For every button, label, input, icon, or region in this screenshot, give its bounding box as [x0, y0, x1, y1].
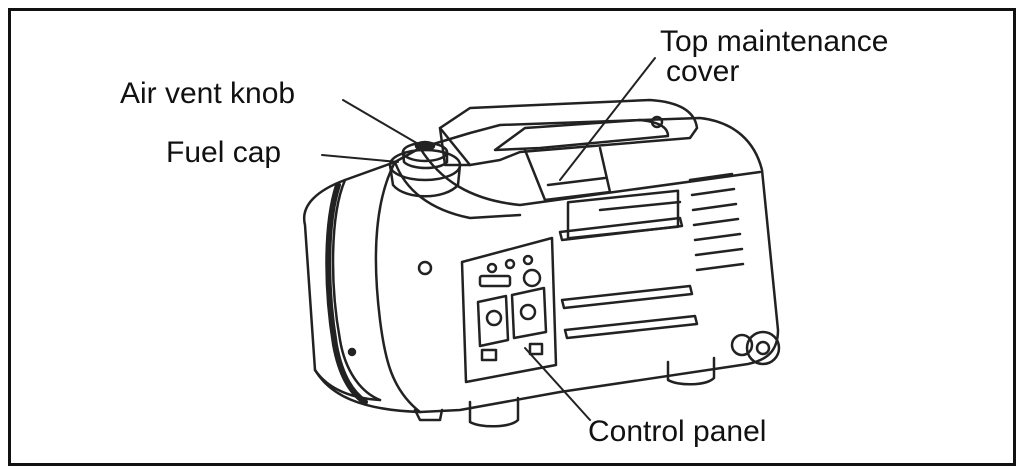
fuel-cap-ridge: [401, 150, 449, 170]
wheel-hub: [755, 340, 771, 356]
carry-handle: [438, 98, 699, 167]
label-top-maintenance-cover-line1: Top maintenance: [660, 25, 889, 58]
air-vent-knob: [414, 140, 436, 152]
cover-edge: [546, 176, 607, 187]
body-screw: [417, 260, 433, 276]
label-control-panel: Control panel: [588, 415, 767, 448]
label-fuel-cap: Fuel cap: [166, 136, 282, 169]
fuel-cap-side: [388, 163, 462, 198]
leader-fuel-cap: [321, 154, 399, 163]
front-base: [313, 368, 382, 402]
front-seam: [374, 160, 422, 414]
handle-screw: [650, 115, 664, 129]
wheel: [745, 330, 781, 366]
diagram-frame: [8, 8, 1016, 466]
control-panel-details: [476, 254, 548, 362]
front-foot: [468, 396, 520, 428]
side-vents: [688, 172, 745, 272]
wheel-inner: [730, 333, 754, 357]
body-screw: [347, 347, 357, 357]
leader-control-panel: [524, 347, 591, 421]
front-slots: [558, 189, 699, 340]
leader-air-vent: [342, 99, 421, 146]
rubber-band: [325, 182, 368, 405]
top-ridge: [393, 160, 522, 220]
side-front-edge: [331, 178, 382, 402]
label-air-vent-knob: Air vent knob: [120, 77, 296, 110]
label-top-maintenance-cover-line2: cover: [666, 55, 740, 88]
rear-foot: [666, 356, 716, 386]
top-maintenance-cover: [523, 146, 612, 202]
top-shoulder: [418, 146, 762, 207]
leader-top-cover: [559, 57, 656, 181]
left-foot: [413, 408, 444, 422]
control-panel: [460, 236, 558, 384]
